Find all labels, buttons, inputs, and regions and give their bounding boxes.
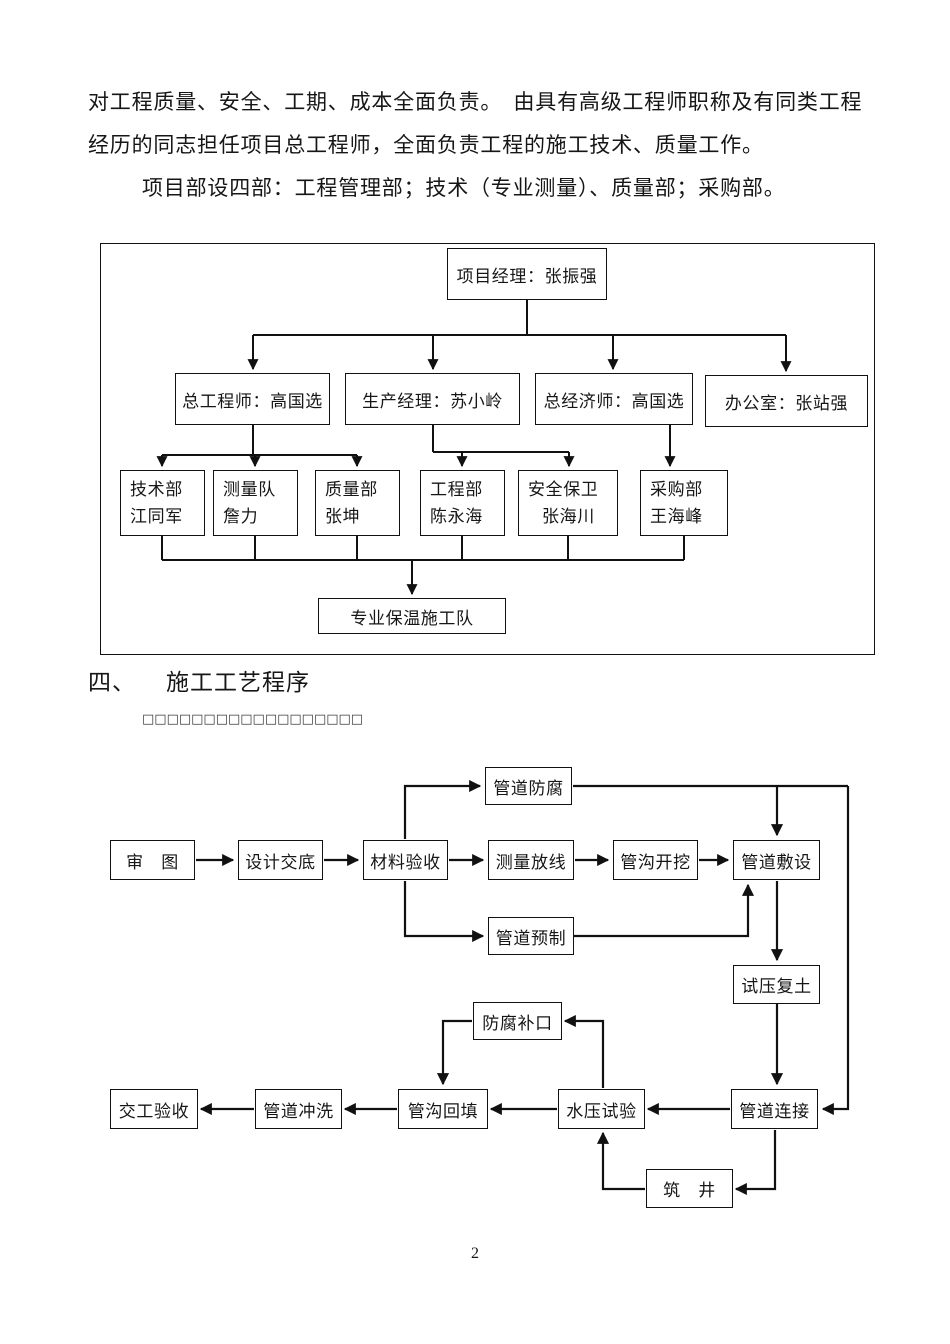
flow-box-trench-excavation-label: 管沟开挖 (620, 852, 691, 872)
flow-box-pipe-prefabrication: 管道预制 (488, 917, 574, 955)
org-box-insulation-team-label: 专业保温施工队 (350, 608, 474, 628)
org-box-survey-team: 测量队 詹力 (213, 470, 298, 536)
flow-box-trench-backfill-label: 管沟回填 (407, 1101, 479, 1121)
org-box-security-dept-name: 安全保卫 (528, 480, 599, 499)
org-box-project-manager-label: 项目经理：张振强 (456, 266, 598, 286)
section-heading-title: 施工工艺程序 (166, 670, 310, 695)
org-box-chief-engineer-label: 总工程师：高国选 (182, 391, 323, 411)
org-box-engineering-dept-person: 陈永海 (430, 507, 483, 526)
flow-box-hydro-test-label: 水压试验 (566, 1101, 637, 1121)
flow-box-pipe-anticorrosion-label: 管道防腐 (493, 778, 564, 798)
flow-box-trench-excavation: 管沟开挖 (613, 840, 698, 880)
flow-box-material-acceptance: 材料验收 (363, 840, 448, 880)
flow-box-pipe-anticorrosion: 管道防腐 (485, 767, 572, 805)
flow-box-handover-acceptance-label: 交工验收 (118, 1101, 190, 1121)
body-paragraph-line-1: 对工程质量、安全、工期、成本全面负责。 由具有高级工程师职称及有同类工程 (88, 90, 863, 114)
org-box-office-label: 办公室：张站强 (724, 393, 849, 413)
flow-box-design-briefing: 设计交底 (238, 840, 323, 880)
org-box-chief-economist-label: 总经济师：高国选 (543, 391, 685, 411)
flow-box-handover-acceptance: 交工验收 (110, 1089, 198, 1129)
flow-box-audit-drawing-label: 审 图 (126, 852, 179, 872)
flow-box-audit-drawing: 审 图 (110, 840, 195, 880)
org-box-technical-dept-person: 江同军 (130, 507, 183, 526)
org-box-office: 办公室：张站强 (705, 375, 868, 427)
flow-box-pipe-laying: 管道敷设 (733, 840, 820, 880)
org-box-chief-engineer: 总工程师：高国选 (175, 373, 330, 425)
org-box-procurement-dept-person: 王海峰 (650, 507, 703, 526)
flow-box-well-building: 筑 井 (646, 1169, 733, 1208)
org-box-survey-team-name: 测量队 (223, 480, 276, 499)
org-box-procurement-dept: 采购部 王海峰 (640, 470, 728, 536)
org-box-engineering-dept: 工程部 陈永海 (420, 470, 505, 536)
flow-box-pipe-prefabrication-label: 管道预制 (495, 928, 567, 948)
flow-box-pipe-laying-label: 管道敷设 (741, 852, 812, 872)
section-heading-numeral: 四、 (88, 670, 136, 695)
org-box-quality-dept-name: 质量部 (325, 480, 378, 499)
org-box-technical-dept-name: 技术部 (130, 480, 183, 499)
flow-box-survey-layout: 测量放线 (488, 840, 574, 880)
org-box-survey-team-person: 詹力 (223, 507, 259, 526)
page-number: 2 (471, 1245, 479, 1262)
flow-box-design-briefing-label: 设计交底 (245, 852, 316, 872)
flow-box-trench-backfill: 管沟回填 (398, 1089, 488, 1129)
flow-box-well-building-label: 筑 井 (663, 1181, 716, 1200)
flow-box-pipe-connection-label: 管道连接 (739, 1101, 810, 1121)
org-box-security-dept-person: 张海川 (542, 507, 595, 526)
section-heading: 四、 施工工艺程序 (88, 663, 310, 697)
org-box-quality-dept-person: 张坤 (325, 507, 361, 526)
flow-box-joint-coating-label: 防腐补口 (482, 1013, 553, 1033)
org-box-security-dept: 安全保卫 张海川 (518, 470, 618, 536)
org-box-insulation-team: 专业保温施工队 (318, 598, 506, 634)
org-box-procurement-dept-name: 采购部 (650, 480, 703, 499)
body-paragraph-line-2: 经历的同志担任项目总工程师，全面负责工程的施工技术、质量工作。 (88, 133, 764, 157)
org-box-chief-economist: 总经济师：高国选 (535, 373, 693, 425)
org-box-production-manager-label: 生产经理：苏小岭 (362, 391, 503, 411)
org-chart-frame (100, 243, 875, 655)
org-box-project-manager: 项目经理：张振强 (447, 248, 607, 300)
org-box-engineering-dept-name: 工程部 (430, 480, 483, 499)
org-box-quality-dept: 质量部 张坤 (315, 470, 400, 536)
flow-box-joint-coating: 防腐补口 (473, 1002, 562, 1040)
flow-box-material-acceptance-label: 材料验收 (370, 852, 441, 872)
flow-box-pressure-test-backfill: 试压复土 (733, 965, 820, 1004)
org-box-production-manager: 生产经理：苏小岭 (345, 373, 520, 425)
flow-box-hydro-test: 水压试验 (558, 1089, 645, 1129)
flow-box-survey-layout-label: 测量放线 (495, 852, 567, 872)
flow-box-pipe-flushing-label: 管道冲洗 (263, 1101, 334, 1121)
flow-box-pressure-test-backfill-label: 试压复土 (741, 977, 812, 996)
body-paragraph-line-3: 项目部设四部：工程管理部；技术（专业测量）、质量部；采购部。 (142, 176, 786, 200)
placeholder-glyph-line: □□□□□□□□□□□□□□□□□□ (142, 712, 364, 727)
flow-box-pipe-flushing: 管道冲洗 (255, 1089, 342, 1129)
org-box-technical-dept: 技术部 江同军 (120, 470, 205, 536)
flow-box-pipe-connection: 管道连接 (731, 1089, 818, 1129)
